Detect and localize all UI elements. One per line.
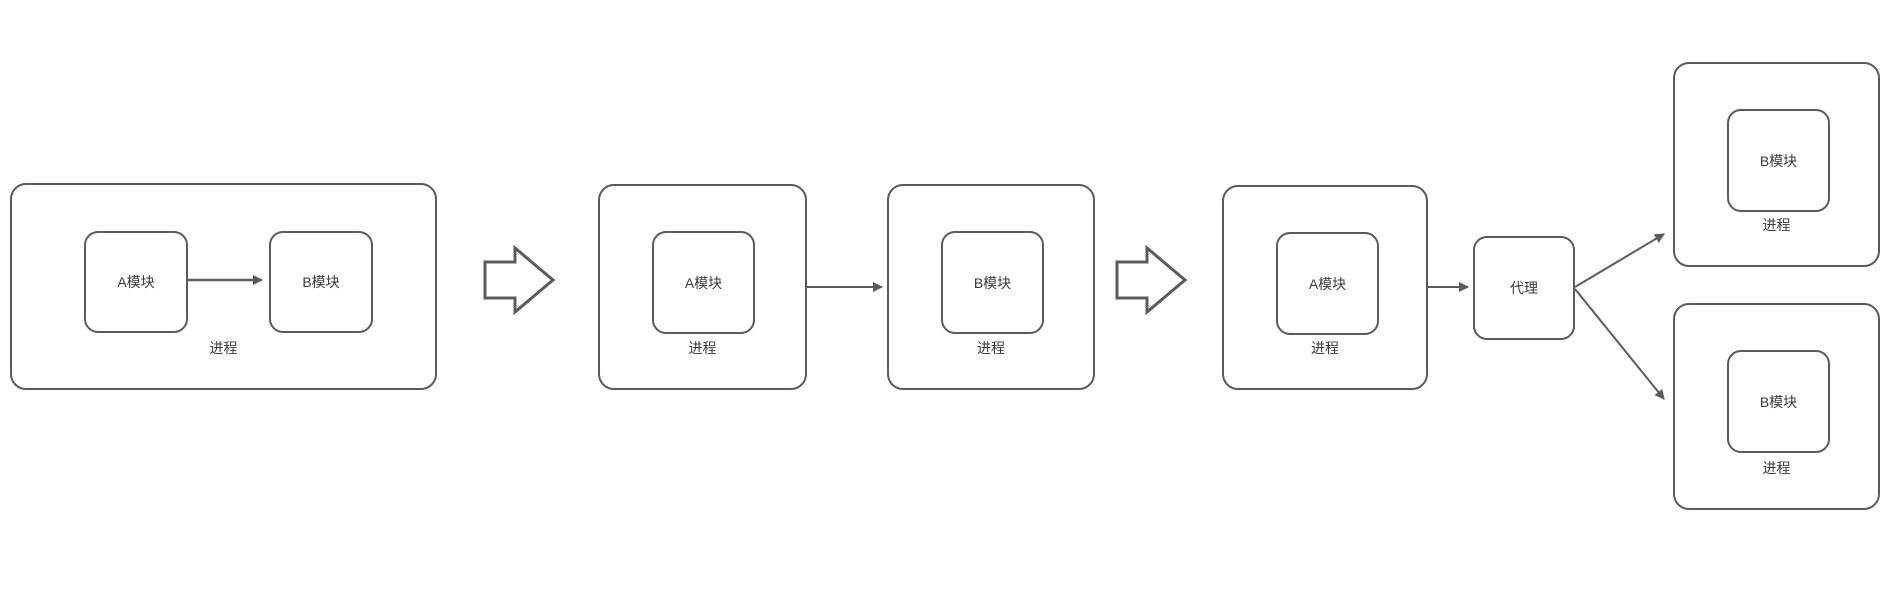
process-label: 进程 — [1762, 460, 1791, 476]
process-panel-3: B模块 进程 — [887, 184, 1095, 390]
module-b-box: B模块 — [941, 231, 1044, 334]
transition-block-arrow-1 — [483, 244, 556, 316]
module-b-label: B模块 — [1759, 393, 1798, 410]
arrow-proxy-to-process5 — [1574, 233, 1665, 288]
module-b-box: B模块 — [269, 231, 373, 333]
module-a-box: A模块 — [652, 231, 755, 334]
module-b-label: B模块 — [973, 274, 1012, 291]
process-label: 进程 — [1311, 340, 1339, 356]
module-a-label: A模块 — [684, 274, 723, 291]
process-label: 进程 — [1762, 217, 1791, 233]
proxy-label: 代理 — [1510, 280, 1538, 296]
transition-block-arrow-2 — [1115, 244, 1188, 316]
process-label: 进程 — [688, 340, 717, 356]
module-b-box: B模块 — [1727, 109, 1830, 212]
proxy-box: 代理 — [1473, 236, 1575, 340]
process-label: 进程 — [209, 340, 238, 356]
process-panel-4: A模块 进程 — [1222, 185, 1428, 390]
process-panel-1: A模块 B模块 进程 — [10, 183, 437, 390]
process-label: 进程 — [977, 340, 1005, 356]
module-a-box: A模块 — [1276, 232, 1379, 335]
process-panel-5-top-right: B模块 进程 — [1673, 62, 1880, 267]
process-panel-2: A模块 进程 — [598, 184, 807, 390]
process-panel-6-bottom-right: B模块 进程 — [1673, 303, 1880, 510]
module-b-label: B模块 — [1759, 152, 1798, 169]
module-a-label: A模块 — [117, 274, 155, 290]
module-a-label: A模块 — [1308, 275, 1347, 292]
module-b-label: B模块 — [302, 274, 340, 290]
module-b-box: B模块 — [1727, 350, 1830, 453]
module-a-box: A模块 — [84, 231, 188, 333]
arrow-proxy-to-process6 — [1574, 288, 1665, 400]
